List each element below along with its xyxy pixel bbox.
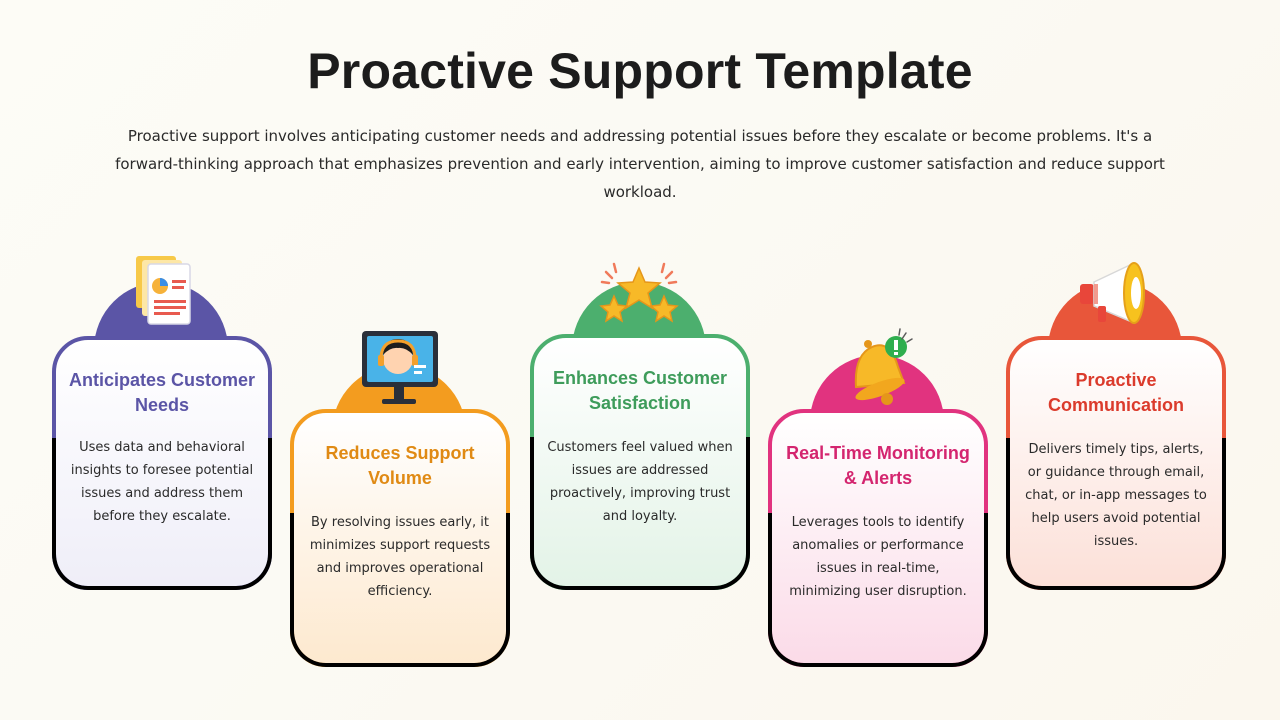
card-title: Anticipates Customer Needs [68,370,256,415]
page-subtitle: Proactive support involves anticipating … [115,127,1165,201]
card-enhances-satisfaction: Enhances Customer Satisfaction Customers… [530,258,758,598]
card-description: Customers feel valued when issues are ad… [547,440,733,524]
support-agent-headset-icon [354,325,444,415]
card-reduces-volume: Reduces Support Volume By resolving issu… [290,325,518,670]
bell-alert-icon [832,325,922,415]
card-box: Anticipates Customer Needs Uses data and… [52,336,272,591]
stars-icon [594,258,684,348]
card-title: Proactive Communication [1047,370,1184,415]
card-description: By resolving issues early, it minimizes … [309,515,491,599]
card-title: Reduces Support Volume [325,443,475,488]
card-description: Delivers timely tips, alerts, or guidanc… [1025,442,1207,549]
megaphone-icon [1070,250,1160,340]
document-chart-icon [116,250,206,340]
card-description: Uses data and behavioral insights to for… [70,440,254,524]
card-box: Reduces Support Volume By resolving issu… [290,409,510,667]
page-title: Proactive Support Template [307,43,973,99]
card-box: Real-Time Monitoring & Alerts Leverages … [768,409,988,667]
card-anticipates-needs: Anticipates Customer Needs Uses data and… [52,250,280,600]
card-title: Real-Time Monitoring & Alerts [786,443,970,488]
card-title: Enhances Customer Satisfaction [552,368,728,413]
card-box: Proactive Communication Delivers timely … [1006,336,1226,591]
card-realtime-monitoring: Real-Time Monitoring & Alerts Leverages … [768,325,996,670]
card-proactive-communication: Proactive Communication Delivers timely … [1006,250,1234,600]
card-box: Enhances Customer Satisfaction Customers… [530,334,750,591]
card-description: Leverages tools to identify anomalies or… [789,515,967,599]
